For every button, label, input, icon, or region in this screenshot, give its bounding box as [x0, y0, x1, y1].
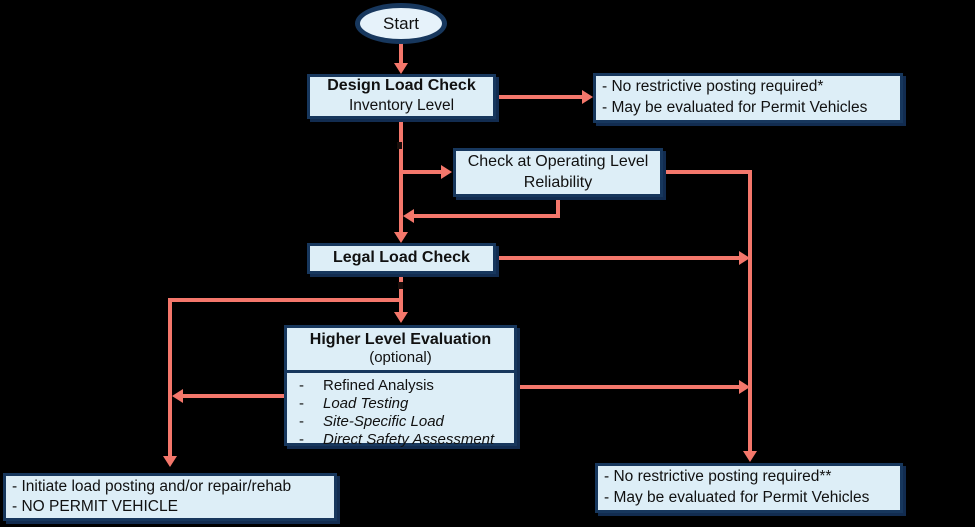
list-item: - Site-Specific Load [299, 413, 514, 431]
list-item-label: Refined Analysis [323, 376, 434, 394]
load-posting-line2: - NO PERMIT VEHICLE [12, 498, 178, 515]
arrowhead-left-icon [403, 209, 414, 223]
arrowhead-down-icon [394, 312, 408, 323]
list-item-label: Load Testing [323, 394, 409, 412]
operating-level-line1: Check at Operating Level [467, 152, 649, 170]
list-bullet: - [299, 430, 304, 448]
list-item: - Refined Analysis [299, 377, 514, 395]
edge-left-rail-vertical [168, 298, 172, 457]
higher-level-title: Higher Level Evaluation [309, 331, 492, 348]
edge-start-to-design-line [399, 43, 403, 65]
start-node: Start [355, 3, 447, 44]
edge-right-rail-vertical [748, 170, 752, 452]
arrowhead-right-icon [739, 251, 750, 265]
arrowhead-right-icon [739, 380, 750, 394]
no-posting-bottom-node: - No restrictive posting required** - Ma… [595, 463, 903, 513]
list-item: - Load Testing [299, 395, 514, 413]
edge-legal-to-higher-line [399, 274, 403, 313]
load-posting-line1: - Initiate load posting and/or repair/re… [12, 477, 292, 495]
higher-level-list: - Refined Analysis - Load Testing - Site… [287, 373, 514, 449]
no-posting-top-node: - No restrictive posting required* - May… [593, 73, 903, 123]
no-posting-bottom-line1: - No restrictive posting required** [604, 468, 832, 486]
higher-level-subtitle: (optional) [369, 349, 432, 367]
start-label: Start [383, 13, 419, 33]
list-bullet: - [299, 412, 304, 430]
operating-level-line2: Reliability [523, 173, 593, 191]
list-item-label: Direct Safety Assessment [323, 430, 495, 448]
arrowhead-down-icon [163, 456, 177, 467]
arrowhead-down-icon [394, 232, 408, 243]
edge-operating-return-horizontal [410, 214, 560, 218]
no-posting-bottom-line2: - May be evaluated for Permit Vehicles [604, 489, 870, 506]
legal-load-check-node: Legal Load Check [307, 243, 496, 274]
arrowhead-down-icon [394, 63, 408, 74]
higher-level-divider [287, 369, 514, 373]
edge-operating-right-horizontal [663, 170, 752, 174]
design-load-check-subtitle: Inventory Level [348, 97, 455, 115]
arrowhead-right-icon [582, 90, 593, 104]
list-item-label: Site-Specific Load [323, 412, 444, 430]
edge-design-to-legal-line [399, 118, 403, 234]
no-posting-top-line1: - No restrictive posting required* [602, 78, 824, 96]
edge-left-branch-horizontal [168, 298, 403, 302]
higher-level-evaluation-node: Higher Level Evaluation (optional) - Ref… [284, 325, 517, 449]
list-item: - Direct Safety Assessment [299, 431, 514, 449]
list-bullet: - [299, 376, 304, 394]
edge-higher-to-rail-line [517, 385, 739, 389]
edge-design-to-nopost-line [496, 95, 582, 99]
list-bullet: - [299, 394, 304, 412]
no-posting-top-line2: - May be evaluated for Permit Vehicles [602, 99, 868, 116]
edge-branch-to-operating-line [401, 170, 442, 174]
arrowhead-left-icon [172, 389, 183, 403]
design-load-check-title: Design Load Check [327, 76, 476, 94]
design-load-check-node: Design Load Check Inventory Level [307, 74, 496, 119]
load-posting-node: - Initiate load posting and/or repair/re… [3, 473, 337, 521]
arrowhead-right-icon [441, 165, 452, 179]
legal-load-check-title: Legal Load Check [333, 249, 470, 267]
edge-operating-return-vertical [556, 197, 560, 216]
connector-speck [398, 282, 403, 289]
arrowhead-down-icon [743, 451, 757, 462]
higher-level-header: Higher Level Evaluation (optional) [287, 328, 514, 367]
connector-speck [397, 142, 402, 149]
edge-higher-to-leftrail-line [181, 394, 284, 398]
operating-level-node: Check at Operating Level Reliability [453, 148, 663, 197]
edge-legal-to-rail-line [496, 256, 739, 260]
